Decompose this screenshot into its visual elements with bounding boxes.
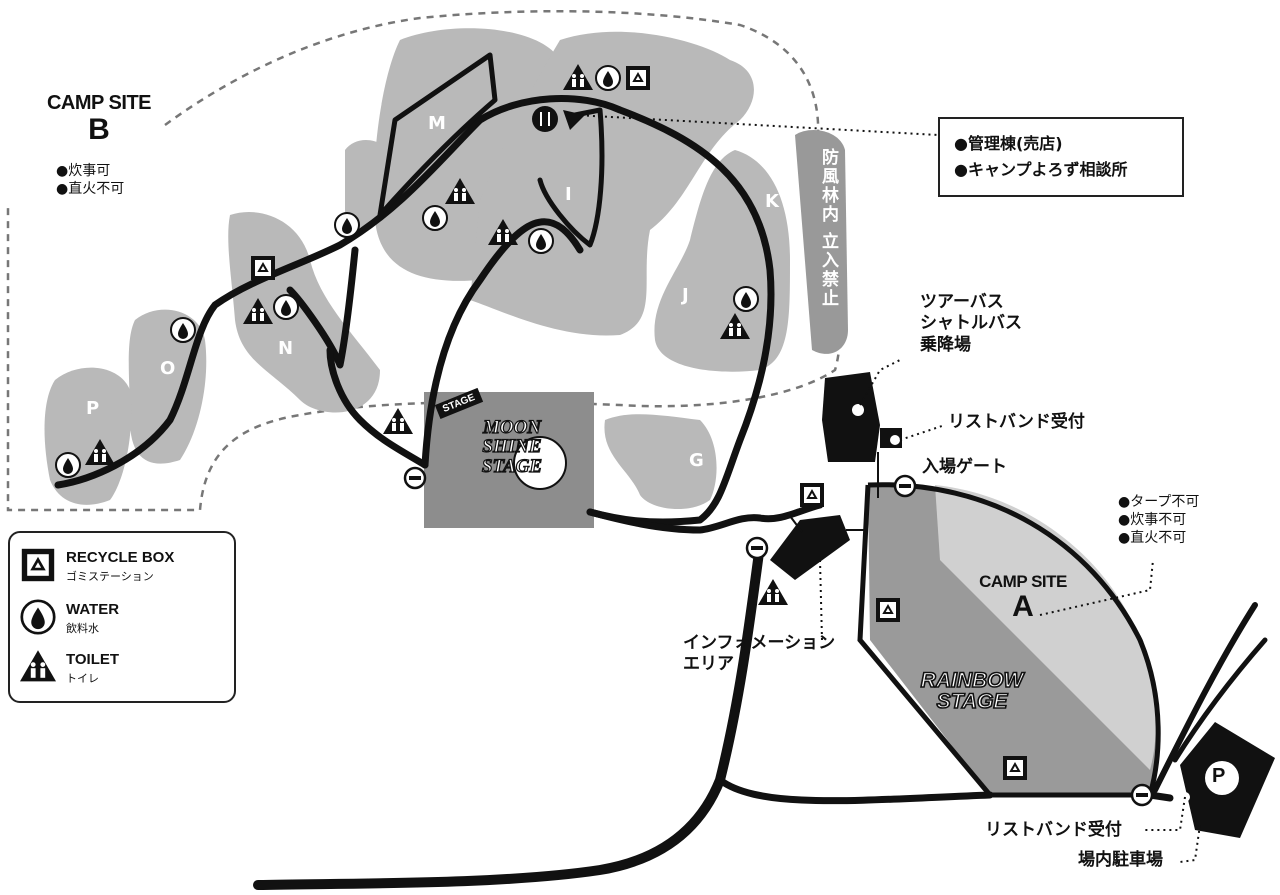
windbreak-no-entry-label: 防風林内 立入禁止: [818, 148, 838, 308]
zone-j: J: [682, 285, 689, 306]
zone-k: K: [765, 191, 779, 212]
zone-n: N: [278, 338, 294, 359]
entrance-gate-label: 入場ゲート: [922, 457, 1007, 477]
map-legend: RECYCLE BOX ゴミステーション WATER 飲料水 TOILET トイ…: [8, 531, 236, 703]
zone-g: G: [689, 450, 704, 471]
camp-site-b-title: CAMP SITE B: [46, 92, 152, 146]
zone-o: O: [160, 358, 176, 379]
recycle-icon: [20, 547, 56, 583]
camp-site-b-rules: ●炊事可 ●直火不可: [56, 163, 125, 198]
roads: [54, 52, 1268, 890]
camp-a-area: [868, 484, 1159, 795]
bus-stop-label: ツアーバス シャトルバス 乗降場: [920, 292, 1022, 355]
management-building-callout: ●管理棟(売店) ●キャンプよろず相談所: [938, 117, 1184, 197]
parking-label: 場内駐車場: [1078, 850, 1163, 870]
zone-p: P: [86, 398, 100, 419]
camp-site-a-title: CAMP SITE A: [979, 572, 1067, 623]
toilet-icon: [20, 650, 56, 682]
water-icon: [20, 599, 56, 635]
wristband-reception-bottom: リストバンド受付: [985, 820, 1122, 840]
information-area-label: インフォメーション エリア: [683, 633, 836, 675]
camp-a-light: [935, 485, 1156, 770]
camp-b-boundary: [6, 9, 842, 512]
parking-icon: P: [1212, 765, 1226, 787]
info-area-building: [770, 515, 850, 580]
wristband-reception-top: リストバンド受付: [948, 412, 1085, 432]
moon-shine-stage-logo: MOON SHINE STAGE: [481, 417, 543, 477]
camp-site-a-rules: ●タープ不可 ●炊事不可 ●直火不可: [1118, 494, 1200, 547]
bus-stop-building: [822, 372, 880, 462]
zone-m: M: [428, 113, 446, 134]
rainbow-stage-logo: RAINBOW STAGE: [920, 669, 1024, 713]
zone-i: I: [565, 184, 572, 205]
